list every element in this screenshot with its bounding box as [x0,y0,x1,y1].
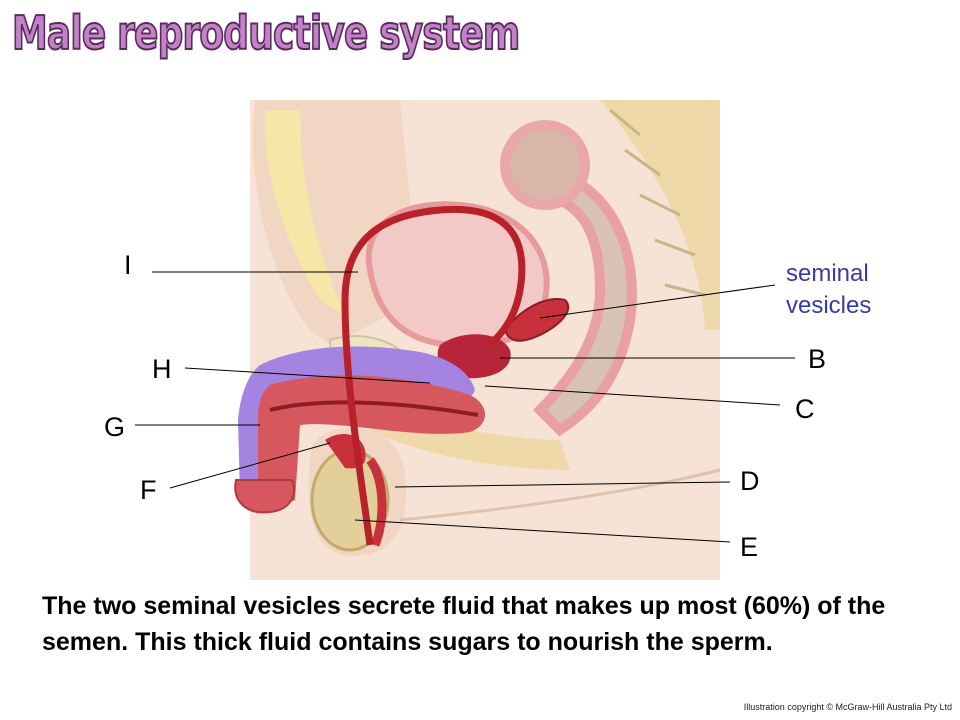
label-F: F [140,475,157,505]
leader-line-seminal [539,284,776,319]
epididymis-tail [366,457,387,547]
label-G: G [104,412,126,442]
colon-loop [500,120,590,210]
leader-line-F [169,442,331,489]
fat-layer [264,110,345,315]
label-D: D [740,466,760,496]
caption-text: The two seminal vesicles secrete fluid t… [42,592,886,656]
sacrum [600,100,720,330]
sacrum-vertebrae [609,108,706,297]
label-C: C [795,394,815,424]
seminal-vesicle [503,298,570,342]
glans [234,479,295,514]
urethra [269,400,479,417]
thigh-edge [399,468,721,522]
leader-line-C [484,385,781,406]
label-I: I [124,250,132,280]
label-seminal-line2: vesicles [786,292,872,320]
rectum [532,168,637,437]
label-E: E [740,532,759,562]
leader-line-E [354,519,731,543]
leader-line-D [394,481,731,488]
page-title: Male reproductive system [11,5,521,61]
label-seminal-line1: seminal [786,260,869,287]
leader-line-H [184,367,431,384]
bladder [365,201,550,349]
label-H: H [152,354,172,384]
label-B: B [808,344,827,374]
label-seminal-vesicles: seminal vesicles [786,258,871,323]
vas-deferens [341,205,526,546]
copyright-notice: Illustration copyright © McGraw-Hill Aus… [743,702,952,712]
